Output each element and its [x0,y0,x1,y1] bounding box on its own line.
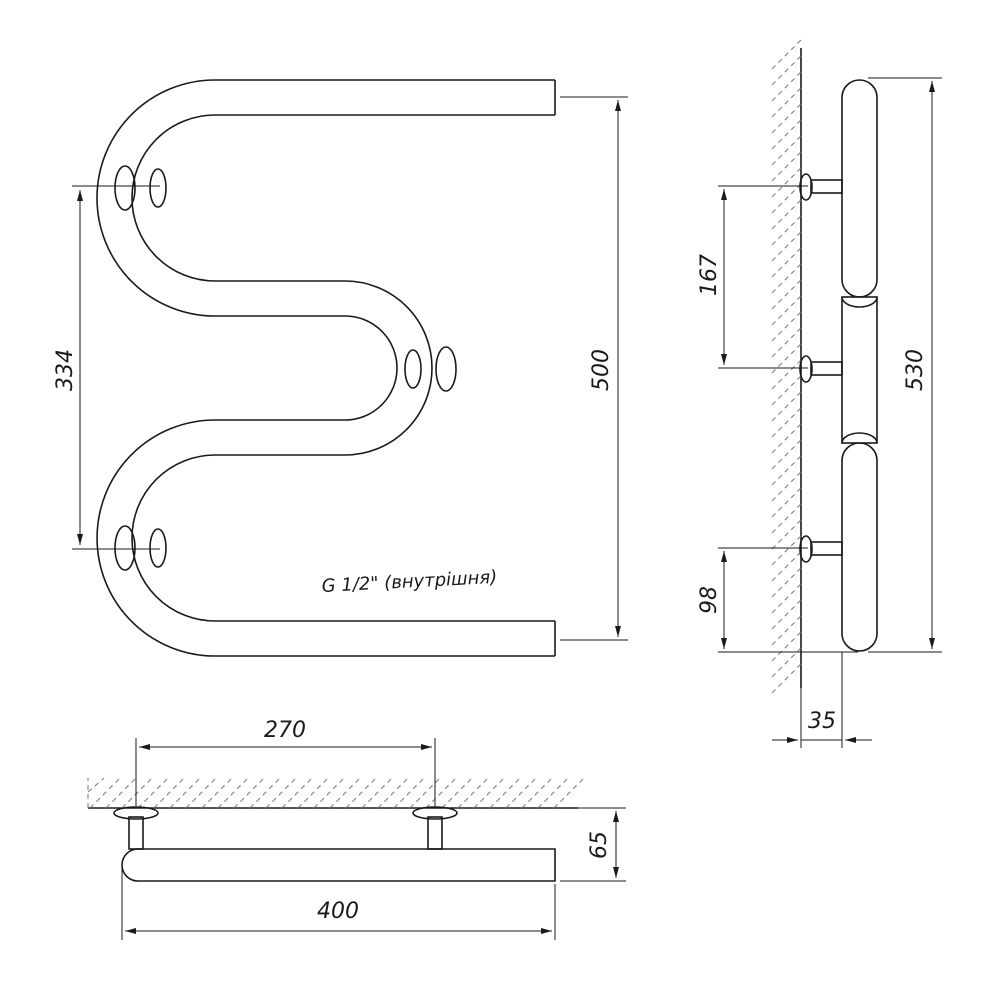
thread-note: G 1/2" (внутрішня) [321,567,498,597]
mount-top-left [114,165,167,211]
top-view: 270 65 400 [87,718,626,940]
dim-label-167: 167 [697,254,722,296]
mount-middle-right [404,346,457,392]
dim-label-500: 500 [589,349,614,391]
top-post-left [113,806,159,850]
tube-outer-contour [96,79,555,657]
side-tube-segment-middle [841,296,878,444]
side-bracket-middle [799,355,843,383]
top-wall-hatching [87,777,585,809]
mount-bottom-left [114,525,167,571]
dim-label-65: 65 [587,831,612,859]
side-tube-segment-top [841,79,878,298]
side-wall-hatching [770,39,802,695]
side-view: 167 98 530 35 [697,39,942,748]
dim-label-35: 35 [808,709,836,734]
dim-label-530: 530 [903,349,928,391]
dim-label-98: 98 [697,586,722,614]
side-bracket-bottom [799,535,843,563]
tube-inner-contour [131,114,555,622]
dim-label-400: 400 [317,899,359,924]
dim-label-270: 270 [264,718,306,743]
front-view: 334 500 G 1/2" (внутрішня) [53,79,628,657]
side-bracket-top [799,173,843,201]
top-tube-bar [121,848,556,882]
dim-label-334: 334 [53,349,78,391]
side-tube-segment-bottom [841,442,878,652]
top-post-right [412,806,458,850]
